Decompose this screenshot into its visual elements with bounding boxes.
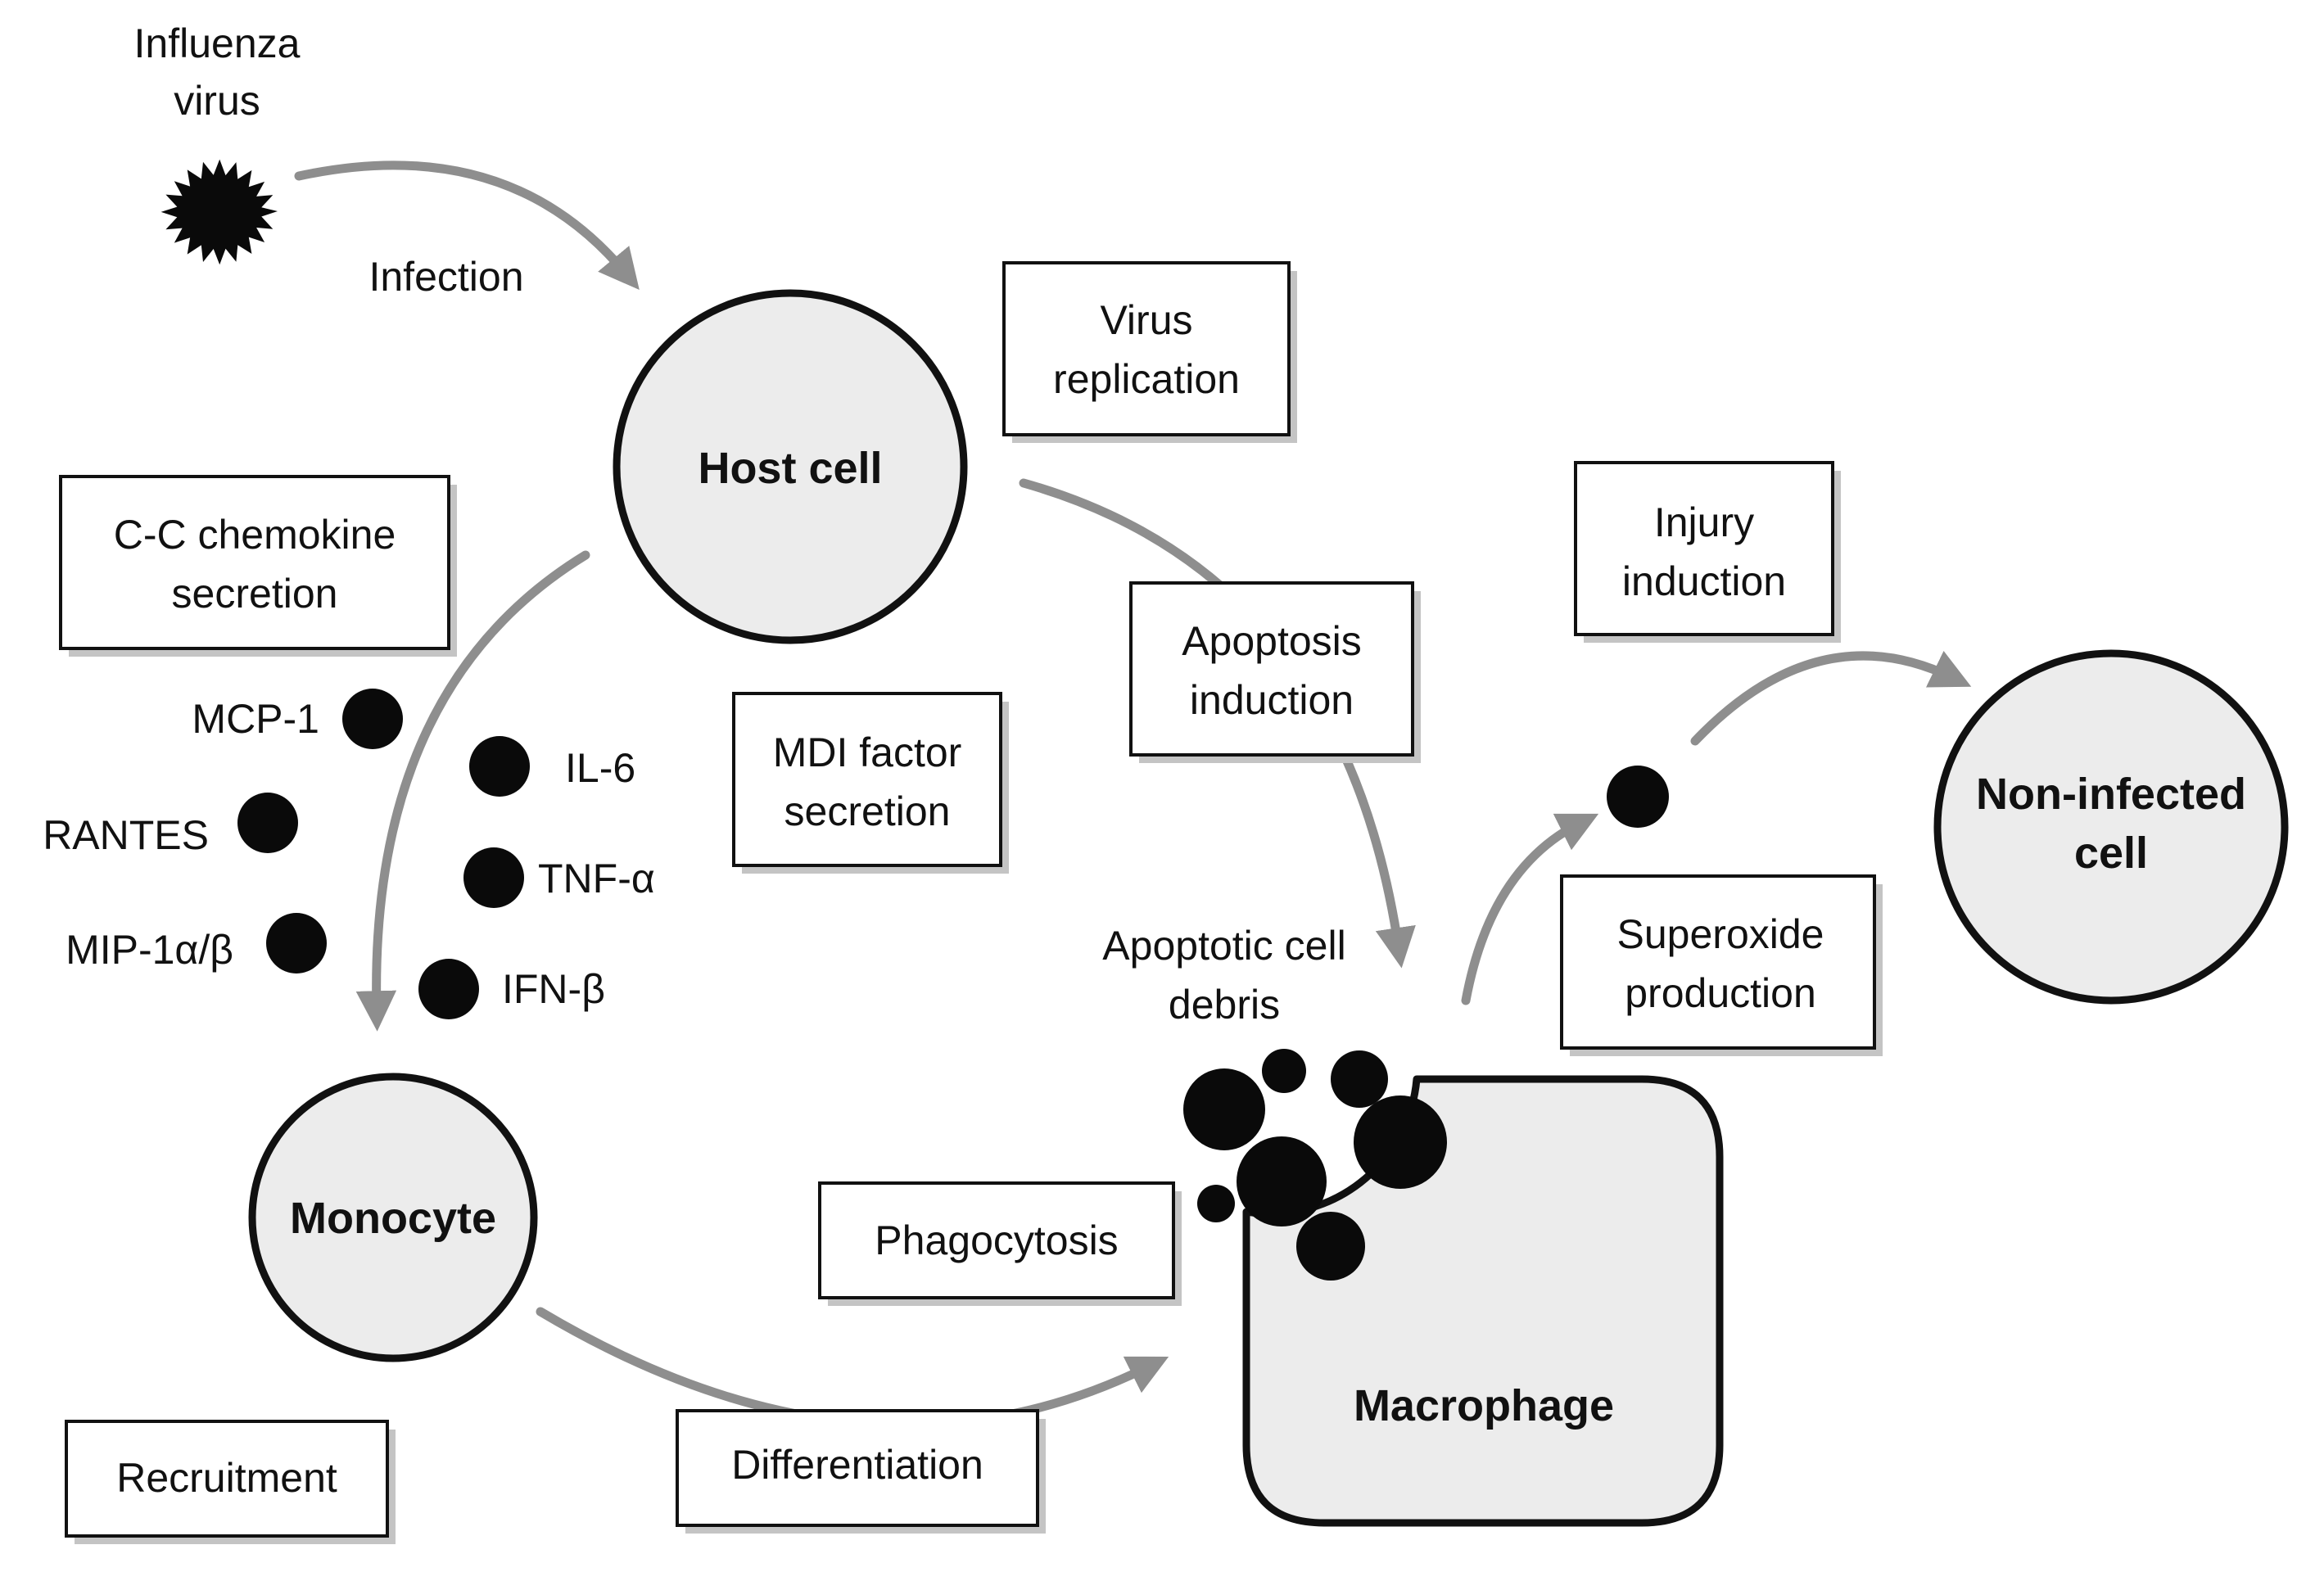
- chemokine-label: RANTES: [43, 812, 209, 858]
- debris-particle: [1296, 1212, 1365, 1281]
- host-cell: [613, 289, 968, 644]
- cytokine-label: TNF-α: [538, 856, 655, 901]
- monocyte-cell: [248, 1073, 538, 1362]
- debris-particle: [1354, 1095, 1447, 1189]
- chemokine-label: MCP-1: [192, 696, 319, 742]
- non-infected-cell: [1933, 649, 2289, 1005]
- injury-arrow: [1690, 650, 1972, 746]
- cytokine-particle: [418, 959, 479, 1019]
- recruitment-arrow: [355, 550, 590, 1032]
- cytokine-particle: [463, 847, 524, 908]
- cytokine-label: IFN-β: [502, 966, 605, 1012]
- differentiation-label: Differentiation: [731, 1442, 983, 1488]
- infection-label: Infection: [368, 254, 523, 300]
- infection-arrow: [294, 160, 640, 291]
- macrophage-label: Macrophage: [1354, 1381, 1614, 1430]
- differentiation-box: Differentiation: [676, 1409, 1046, 1534]
- debris-particle: [1262, 1049, 1306, 1093]
- virus-icon: [161, 159, 278, 265]
- debris-particle: [1197, 1185, 1235, 1222]
- phagocytosis-label: Phagocytosis: [875, 1217, 1118, 1263]
- monocyte-label: Monocyte: [290, 1194, 496, 1243]
- differentiation-arrow: [536, 1307, 1169, 1430]
- debris-particle: [1183, 1068, 1265, 1150]
- chemokine-label: MIP-1α/β: [66, 927, 233, 973]
- superoxide-arrow: [1461, 813, 1599, 1005]
- chemokine-particle: [237, 793, 298, 853]
- superoxide-particle: [1607, 766, 1669, 828]
- chemokine-particle: [266, 913, 327, 973]
- chemokine-list: MCP-1 RANTES MIP-1α/β: [43, 689, 403, 973]
- cytokine-particle: [469, 736, 530, 797]
- chemokine-particle: [342, 689, 403, 749]
- apoptotic-debris: [1183, 1049, 1447, 1281]
- recruitment-box: Recruitment: [65, 1420, 396, 1544]
- debris-particle: [1237, 1136, 1327, 1226]
- macrophage-cell: [1242, 1075, 1724, 1527]
- cytokine-list: IL-6 TNF-α IFN-β: [418, 736, 655, 1019]
- debris-particle: [1331, 1050, 1388, 1108]
- recruitment-label: Recruitment: [116, 1455, 337, 1501]
- host-cell-label: Host cell: [698, 444, 882, 493]
- phagocytosis-box: Phagocytosis: [818, 1181, 1182, 1306]
- cytokine-label: IL-6: [565, 745, 635, 791]
